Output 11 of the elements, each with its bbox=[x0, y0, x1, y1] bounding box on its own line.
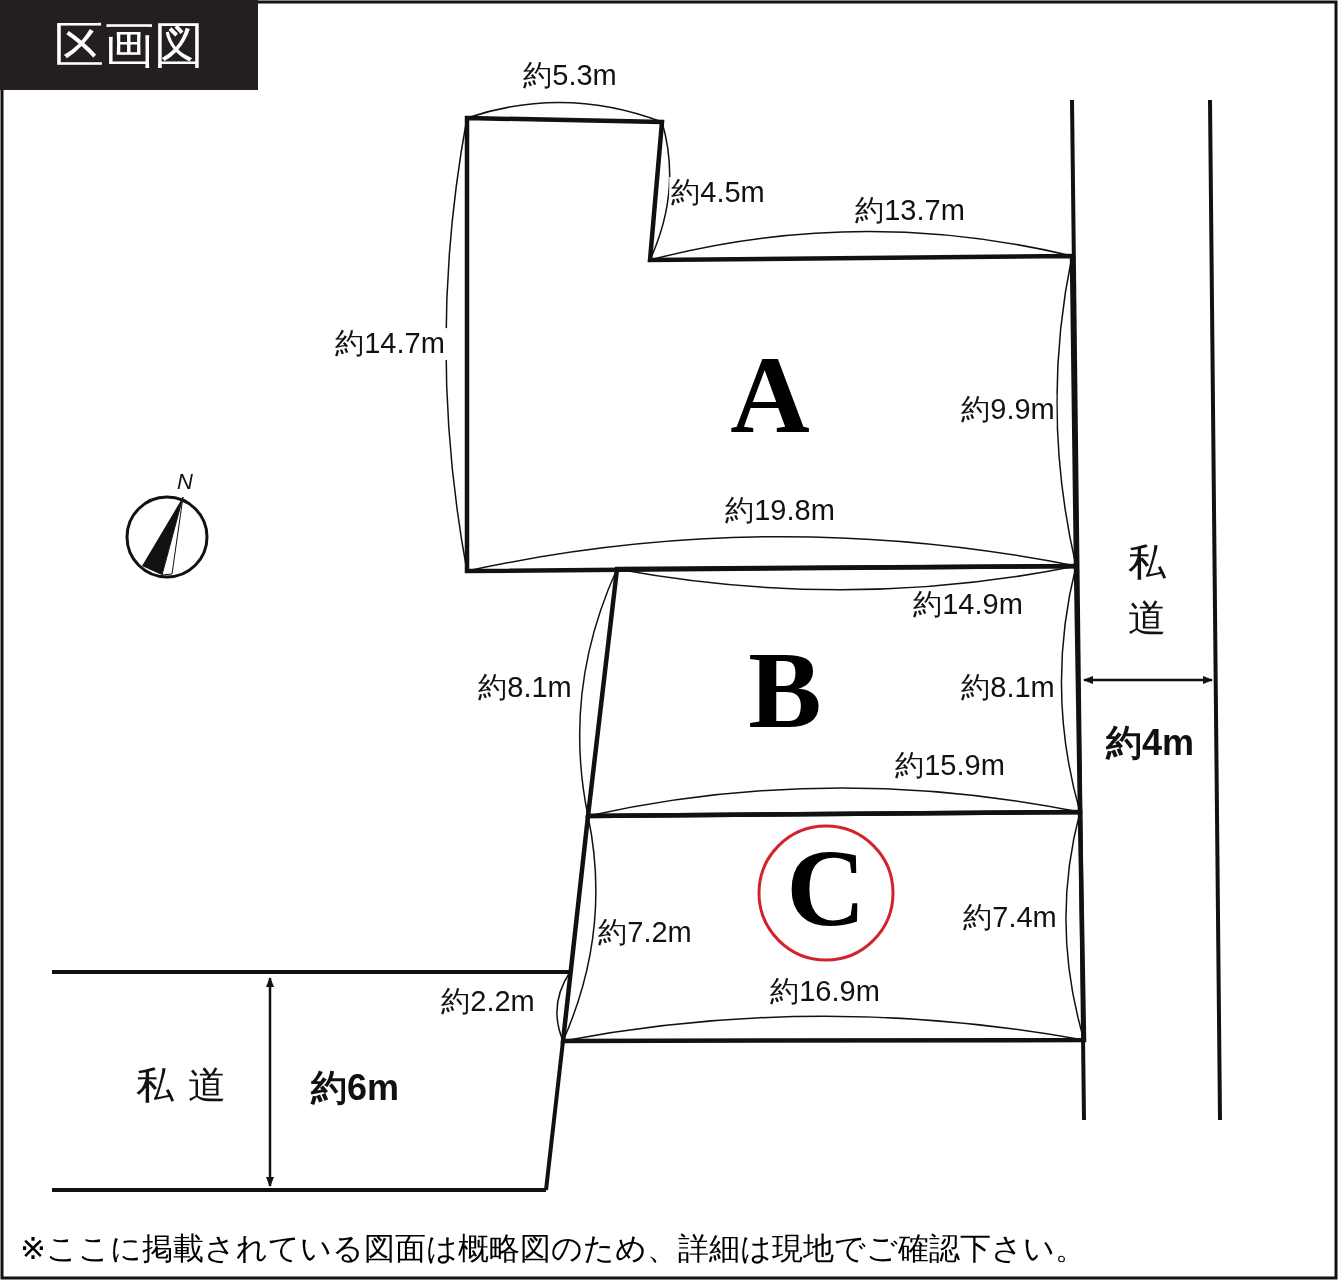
lot-letter: C bbox=[786, 833, 866, 943]
dimension-label: 約14.7m bbox=[333, 328, 447, 360]
title-banner: 区画図 bbox=[0, 0, 258, 90]
lot-parcel bbox=[585, 563, 1083, 819]
lot-parcel bbox=[560, 809, 1087, 1044]
lot-letter: A bbox=[730, 340, 810, 450]
road-label: 私道 bbox=[1127, 539, 1167, 642]
lot-letter: B bbox=[748, 635, 822, 745]
lot-parcel bbox=[464, 115, 1079, 574]
dimension-label: 約9.9m bbox=[959, 394, 1057, 426]
disclaimer-note: ※ここに掲載されている図面は概略図のため、詳細は現地でご確認下さい。 bbox=[20, 1229, 1086, 1268]
